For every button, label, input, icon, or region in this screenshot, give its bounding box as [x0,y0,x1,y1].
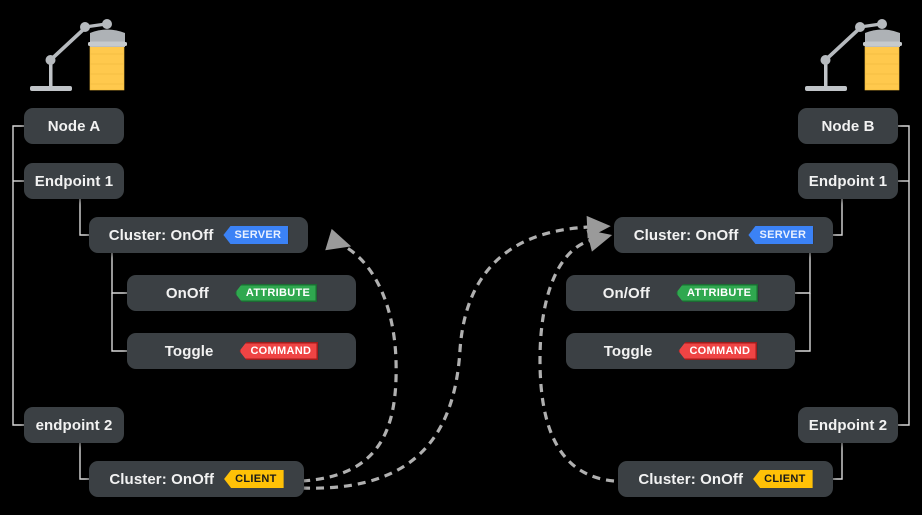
node-box-left[interactable]: Node A [24,108,124,144]
command-badge-left: COMMAND [239,342,319,360]
node-label-right: Node B [821,117,875,135]
desk-lamp-icon-left [30,19,127,91]
right-cluster-to-attribute [795,253,811,294]
cluster-server-box-left[interactable]: Cluster: OnOff SERVER [89,217,308,253]
left-node-spine [12,125,24,426]
left-ep2-to-cluster [79,443,89,480]
cluster-client-label-right: Cluster: OnOff [638,470,744,488]
server-badge-left: SERVER [223,226,289,244]
cluster-client-box-left[interactable]: Cluster: OnOff CLIENT [89,461,304,497]
cluster-server-label-left: Cluster: OnOff [108,226,214,244]
client-badge-right: CLIENT [753,470,813,488]
cluster-client-box-right[interactable]: Cluster: OnOff CLIENT [618,461,833,497]
command-box-right[interactable]: Toggle COMMAND [566,333,795,369]
desk-lamp-icon-right [805,19,902,91]
command-label-left: Toggle [164,342,214,360]
endpoint-2-label-right: Endpoint 2 [808,416,888,434]
cluster-server-label-right: Cluster: OnOff [633,226,739,244]
attribute-badge-left: ATTRIBUTE [234,284,318,302]
attribute-box-right[interactable]: On/Off ATTRIBUTE [566,275,795,311]
attribute-label-left: OnOff [165,284,209,302]
command-badge-right: COMMAND [678,342,758,360]
endpoint-1-label-right: Endpoint 1 [808,172,888,190]
endpoint-2-label-left: endpoint 2 [35,416,113,434]
command-box-left[interactable]: Toggle COMMAND [127,333,356,369]
cluster-client-label-left: Cluster: OnOff [109,470,215,488]
attribute-label-right: On/Off [602,284,651,302]
server-badge-right: SERVER [748,226,814,244]
endpoint-2-box-left[interactable]: endpoint 2 [24,407,124,443]
attribute-box-left[interactable]: OnOff ATTRIBUTE [127,275,356,311]
node-box-right[interactable]: Node B [798,108,898,144]
endpoint-1-box-right[interactable]: Endpoint 1 [798,163,898,199]
right-cluster-to-command [795,293,811,352]
left-cluster-to-command [111,293,127,352]
left-ep1-to-cluster [79,199,89,236]
client-badge-left: CLIENT [224,470,284,488]
endpoint-2-box-right[interactable]: Endpoint 2 [798,407,898,443]
node-label-left: Node A [47,117,101,135]
right-ep1-to-cluster [833,199,843,236]
endpoint-1-box-left[interactable]: Endpoint 1 [24,163,124,199]
command-label-right: Toggle [603,342,653,360]
cluster-server-box-right[interactable]: Cluster: OnOff SERVER [614,217,833,253]
left-cluster-to-attribute [111,253,127,294]
attribute-badge-right: ATTRIBUTE [676,284,759,302]
right-node-spine [898,125,910,426]
right-ep2-to-cluster [833,443,843,480]
endpoint-1-label-left: Endpoint 1 [34,172,114,190]
